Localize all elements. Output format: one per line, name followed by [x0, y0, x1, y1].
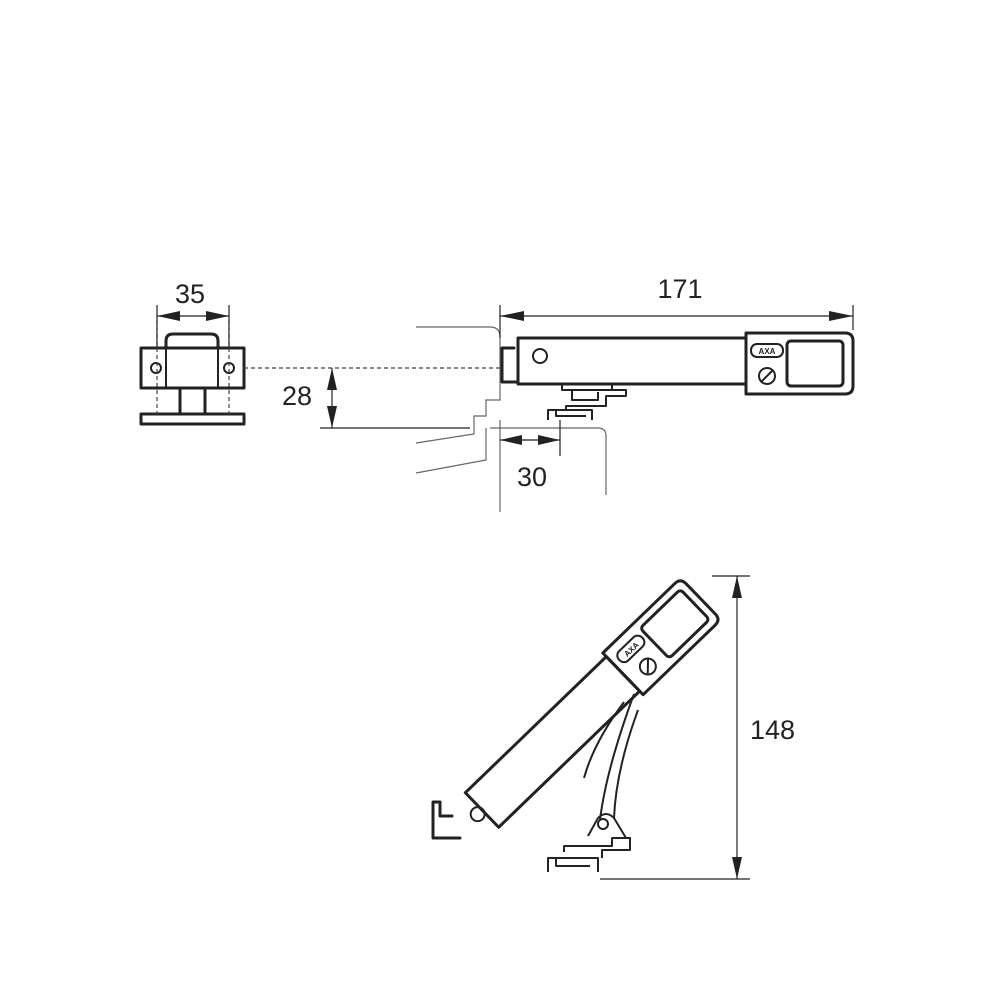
end-view-body	[139, 346, 246, 390]
dimension-28-label: 28	[282, 381, 312, 411]
end-view-loop	[164, 332, 220, 350]
open-lock-housing	[601, 579, 720, 697]
lock-window	[785, 339, 845, 388]
dimension-30-label: 30	[517, 462, 547, 492]
end-view-hole-left	[150, 362, 162, 374]
dimension-35-label: 35	[175, 279, 205, 309]
lock-screw	[758, 367, 776, 385]
frame-profile	[415, 326, 501, 444]
dimension-148: 148	[600, 575, 795, 880]
side-view-closed: AXA	[415, 326, 855, 512]
open-lock-screw	[638, 657, 657, 676]
end-view-base	[139, 412, 246, 426]
dimension-171: 171	[499, 274, 854, 338]
dimension-30: 30	[500, 420, 561, 492]
open-arm-bar	[463, 655, 642, 829]
lock-housing	[744, 331, 855, 396]
arm-bar	[516, 336, 748, 386]
end-view	[139, 320, 500, 426]
dimension-171-label: 171	[657, 274, 702, 304]
open-arm-pivot-hole	[469, 806, 486, 823]
dimension-35: 35	[156, 279, 230, 348]
open-lock-window	[640, 589, 710, 659]
open-arm-hook	[431, 800, 462, 840]
arm-hook	[500, 346, 520, 384]
dimension-28: 28	[282, 368, 470, 429]
arm-pivot-hole	[532, 348, 548, 364]
brand-label: AXA	[759, 347, 776, 356]
dimension-148-label: 148	[750, 715, 795, 745]
side-view-open: AXA	[431, 579, 720, 872]
